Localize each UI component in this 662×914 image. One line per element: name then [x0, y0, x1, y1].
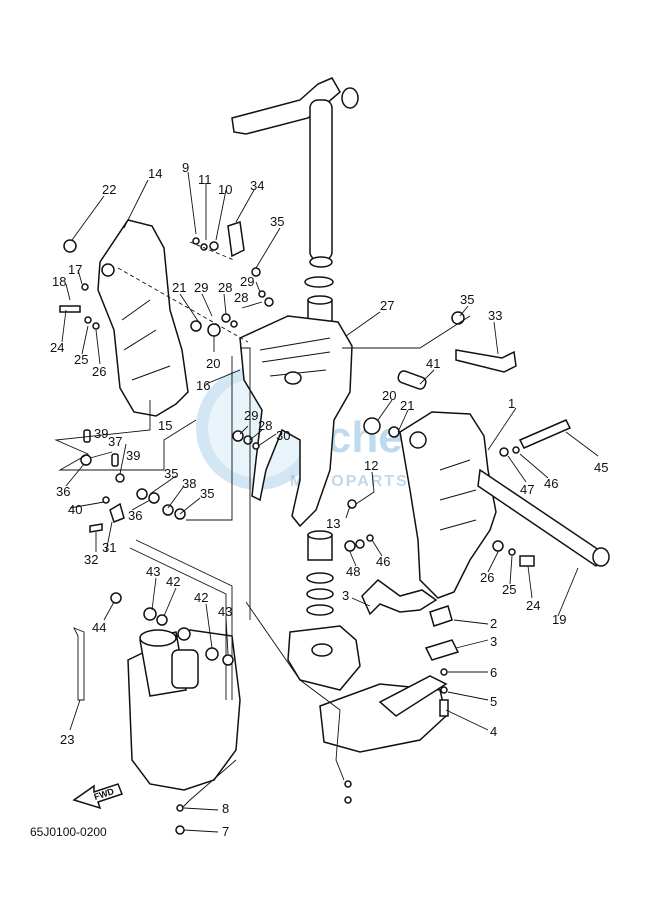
callout-7: 7 [222, 824, 229, 839]
callout-labels: 1 2 3 3 4 5 6 7 8 9 10 11 12 13 14 15 16… [50, 160, 608, 839]
callout-47: 47 [520, 482, 534, 497]
callout-28: 28 [218, 280, 232, 295]
callout-29c: 29 [244, 408, 258, 423]
steering-arm [231, 77, 359, 268]
callout-28b: 28 [234, 290, 248, 305]
callout-46b: 46 [376, 554, 390, 569]
strap-23 [73, 627, 85, 701]
callout-33: 33 [488, 308, 502, 323]
callout-32: 32 [84, 552, 98, 567]
callout-20: 20 [382, 388, 396, 403]
callout-39: 39 [94, 426, 108, 441]
callout-35: 35 [270, 214, 284, 229]
assembly-lines [54, 241, 471, 809]
callout-45: 45 [594, 460, 608, 475]
callout-15: 15 [158, 418, 172, 433]
callout-42b: 42 [194, 590, 208, 605]
swivel-bracket [239, 315, 353, 528]
fasteners [59, 221, 535, 835]
callout-25: 25 [74, 352, 88, 367]
callout-12: 12 [364, 458, 378, 473]
callout-38: 38 [182, 476, 196, 491]
callout-41: 41 [426, 356, 440, 371]
shaft-33 [455, 349, 517, 373]
callout-26b: 26 [480, 570, 494, 585]
callout-8: 8 [222, 801, 229, 816]
lower-mount [287, 625, 448, 753]
callout-1: 1 [508, 396, 515, 411]
callout-44: 44 [92, 620, 106, 635]
callout-37: 37 [108, 434, 122, 449]
callout-26: 26 [92, 364, 106, 379]
callout-43: 43 [146, 564, 160, 579]
callout-5: 5 [490, 694, 497, 709]
callout-4: 4 [490, 724, 497, 739]
callout-9: 9 [182, 160, 189, 175]
callout-31: 31 [102, 540, 116, 555]
callout-35d: 35 [200, 486, 214, 501]
callout-28c: 28 [258, 418, 272, 433]
fwd-arrow-icon: FWD [72, 783, 123, 810]
callout-3: 3 [490, 634, 497, 649]
callout-13: 13 [326, 516, 340, 531]
callout-34: 34 [250, 178, 264, 193]
callout-40: 40 [68, 502, 82, 517]
callout-6: 6 [490, 665, 497, 680]
clamp-bracket-left [97, 219, 189, 417]
saddle-bracket [361, 579, 438, 616]
callout-46: 46 [544, 476, 558, 491]
callout-16: 16 [196, 378, 210, 393]
callout-27: 27 [380, 298, 394, 313]
clamp-bracket-right [399, 411, 497, 599]
callout-39b: 39 [126, 448, 140, 463]
callout-25b: 25 [502, 582, 516, 597]
callout-24: 24 [50, 340, 64, 355]
callout-22: 22 [102, 182, 116, 197]
callout-24b: 24 [526, 598, 540, 613]
callout-21: 21 [400, 398, 414, 413]
callout-29: 29 [194, 280, 208, 295]
callout-29b: 29 [240, 274, 254, 289]
trim-unit [127, 629, 241, 791]
callout-17: 17 [68, 262, 82, 277]
callout-43b: 43 [218, 604, 232, 619]
callout-35b: 35 [460, 292, 474, 307]
callout-42: 42 [166, 574, 180, 589]
bolt-45 [518, 419, 572, 449]
callout-14: 14 [148, 166, 162, 181]
bushing-stack-lower [306, 530, 334, 616]
callout-36b: 36 [128, 508, 142, 523]
plate-3 [424, 639, 460, 661]
callout-35c: 35 [164, 466, 178, 481]
pin-41 [397, 370, 427, 390]
callout-48: 48 [346, 564, 360, 579]
callout-30: 30 [276, 428, 290, 443]
callout-3b: 3 [342, 588, 349, 603]
callout-18: 18 [52, 274, 66, 289]
callout-leaders [61, 171, 599, 833]
diagram-code: 65J0100-0200 [30, 825, 107, 839]
callout-36: 36 [56, 484, 70, 499]
tilt-tube [477, 468, 610, 567]
callout-11: 11 [198, 172, 212, 187]
callout-19: 19 [552, 612, 566, 627]
callout-2: 2 [490, 616, 497, 631]
callout-10: 10 [218, 182, 232, 197]
plate-2 [429, 605, 453, 627]
callout-21b: 21 [172, 280, 186, 295]
callout-23: 23 [60, 732, 74, 747]
callout-20b: 20 [206, 356, 220, 371]
